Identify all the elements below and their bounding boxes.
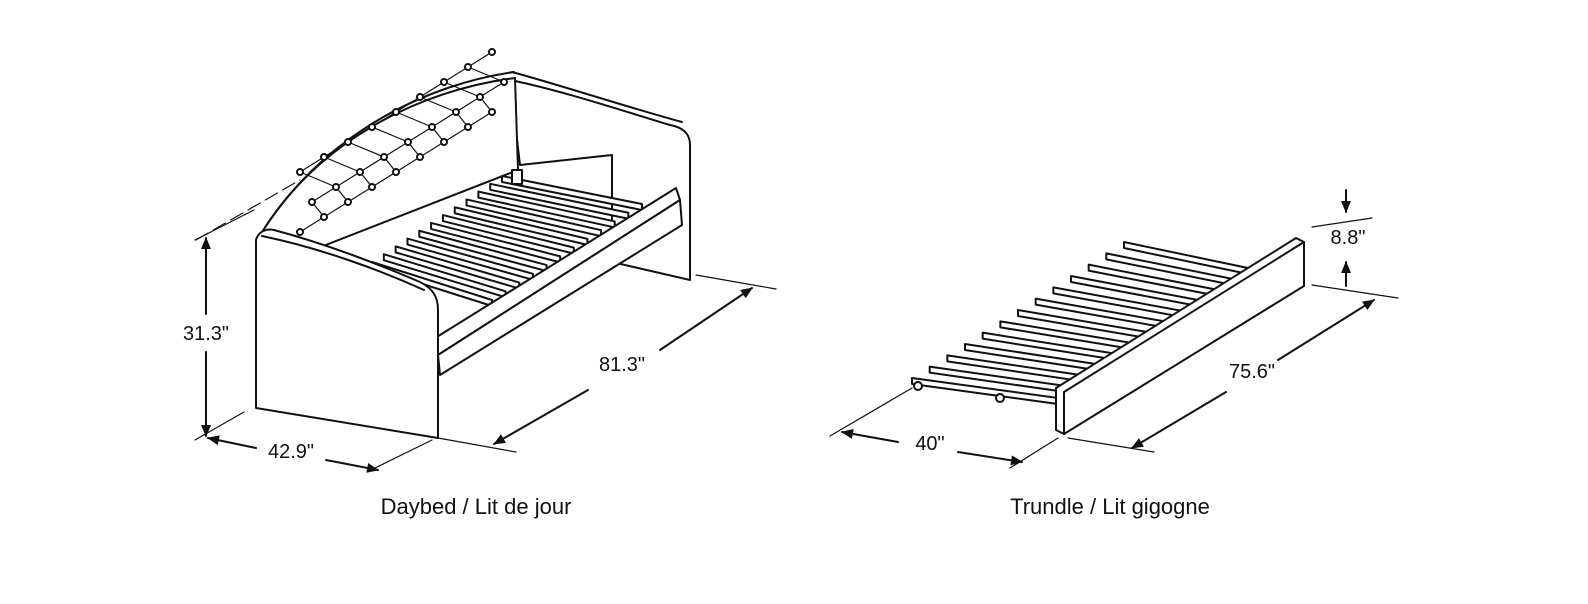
daybed-caption: Daybed / Lit de jour [381,494,572,519]
trundle-length-label: 75.6" [1229,361,1275,383]
tuft-button [320,213,328,221]
tuft-button [392,108,400,116]
tuft-button [308,198,316,206]
tuft-button [500,78,508,86]
trundle-caption: Trundle / Lit gigogne [1010,494,1210,519]
tuft-button [296,168,304,176]
tuft-button [416,93,424,101]
tuft-button [296,228,304,236]
tuft-button [368,183,376,191]
tuft-button [452,108,460,116]
tuft-button [476,93,484,101]
tuft-button [344,138,352,146]
tuft-button [368,123,376,131]
tuft-button [344,198,352,206]
tuft-button [440,78,448,86]
trundle-width-label: 40" [915,433,944,455]
daybed-dimensions [194,179,777,473]
tuft-button [380,153,388,161]
daybed-illustration [255,48,691,439]
daybed-height-label: 31.3" [183,323,229,345]
tuft-button [464,63,472,71]
tuft-button [464,123,472,131]
daybed-front-arm [255,228,439,439]
tuft-button [488,48,496,56]
tuft-button [320,153,328,161]
tuft-button [428,123,436,131]
tuft-button [392,168,400,176]
trundle-illustration [911,237,1305,435]
daybed-length-label: 81.3" [599,354,645,376]
trundle-side-board [1055,237,1305,435]
daybed-width-label: 42.9" [268,441,314,463]
tuft-button [356,168,364,176]
tuft-button [440,138,448,146]
tuft-button [488,108,496,116]
trundle-slats [911,241,1249,405]
trundle-dimensions [829,189,1399,469]
trundle-height-label: 8.8" [1331,227,1366,249]
daybed-tufting [296,48,508,236]
tuft-button [332,183,340,191]
tuft-button [404,138,412,146]
tuft-button [416,153,424,161]
